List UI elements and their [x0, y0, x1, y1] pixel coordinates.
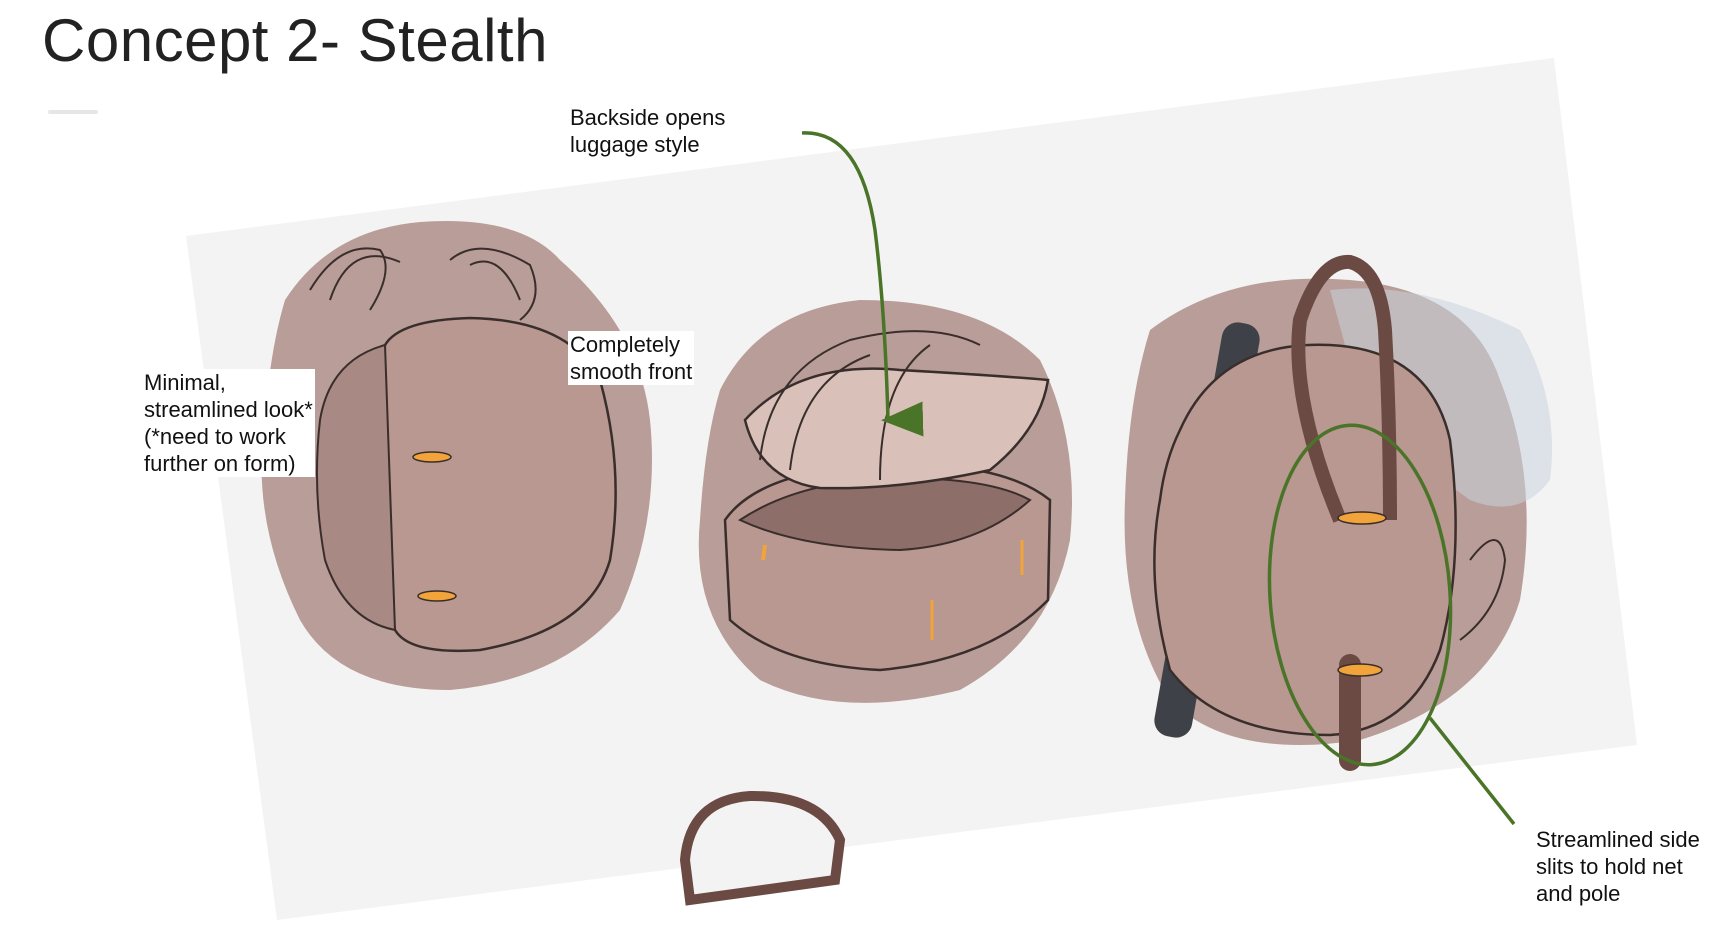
annotation-minimal-look: Minimal, streamlined look* (*need to wor… [142, 369, 315, 477]
slide-title: Concept 2- Stealth [42, 7, 548, 74]
backpack-front-view [261, 221, 652, 691]
backpack-side-view [1124, 255, 1552, 771]
annotation-side-slits: Streamlined side slits to hold net and p… [1536, 827, 1700, 906]
side-slit-leader-line [1428, 716, 1516, 826]
backside-arrow [801, 131, 924, 437]
annotation-backside-opens: Backside opens luggage style [570, 105, 726, 157]
annotation-smooth-front: Completely smooth front [568, 331, 695, 385]
side-slit-highlight-ellipse [1267, 423, 1453, 767]
partial-sketch-bottom [679, 790, 846, 906]
title-underline [48, 110, 98, 114]
